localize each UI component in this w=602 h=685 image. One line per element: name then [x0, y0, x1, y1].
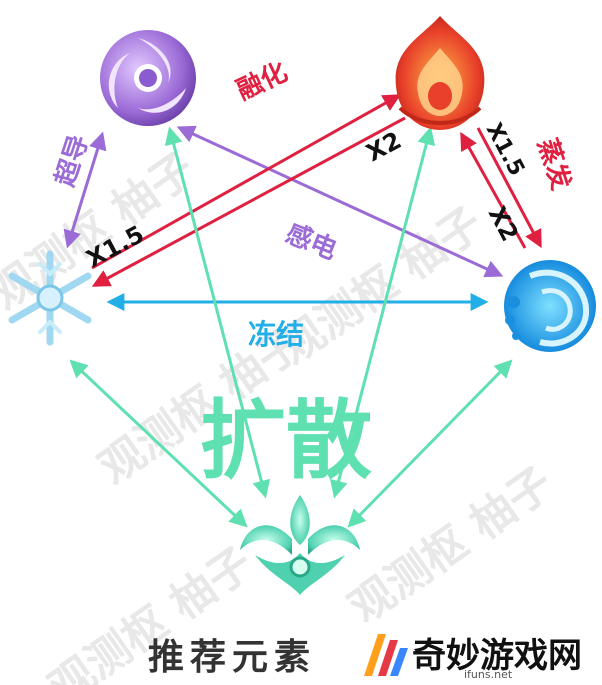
vaporize-arrow-to-hydro — [476, 127, 542, 249]
superconduct-arrow — [63, 131, 107, 249]
swirl-arrow-cryo — [69, 359, 248, 528]
cryo-icon — [8, 250, 92, 346]
watermark-text: 观测枢 柚子 — [340, 457, 562, 634]
hydro-icon — [504, 260, 596, 352]
footer-caption: 推荐元素 — [148, 636, 317, 678]
swirl-label: 扩散 — [200, 391, 372, 491]
swirl-arrow-hydro — [347, 359, 513, 528]
swirl-arrow-electro — [164, 126, 271, 499]
multiplier-melt: X2 — [362, 126, 406, 167]
vaporize-arrow-to-pyro — [460, 131, 527, 249]
logo-mark-icon — [364, 634, 408, 676]
electrocharged-label: 感电 — [281, 219, 340, 266]
electro-icon — [100, 30, 196, 126]
pyro-icon — [395, 16, 485, 130]
logo-title: 奇妙游戏网 — [412, 636, 582, 676]
electrocharged-arrow — [176, 125, 504, 278]
anemo-icon — [240, 495, 360, 595]
site-logo: 奇妙游戏网 ifuns.net — [352, 622, 602, 685]
logo-subtitle: ifuns.net — [464, 668, 513, 681]
melt-label: 融化 — [232, 57, 292, 106]
frozen-label: 冻结 — [248, 318, 304, 351]
watermark-text: 观测枢 柚子 — [0, 143, 204, 320]
vaporize-label: 蒸发 — [531, 135, 577, 194]
